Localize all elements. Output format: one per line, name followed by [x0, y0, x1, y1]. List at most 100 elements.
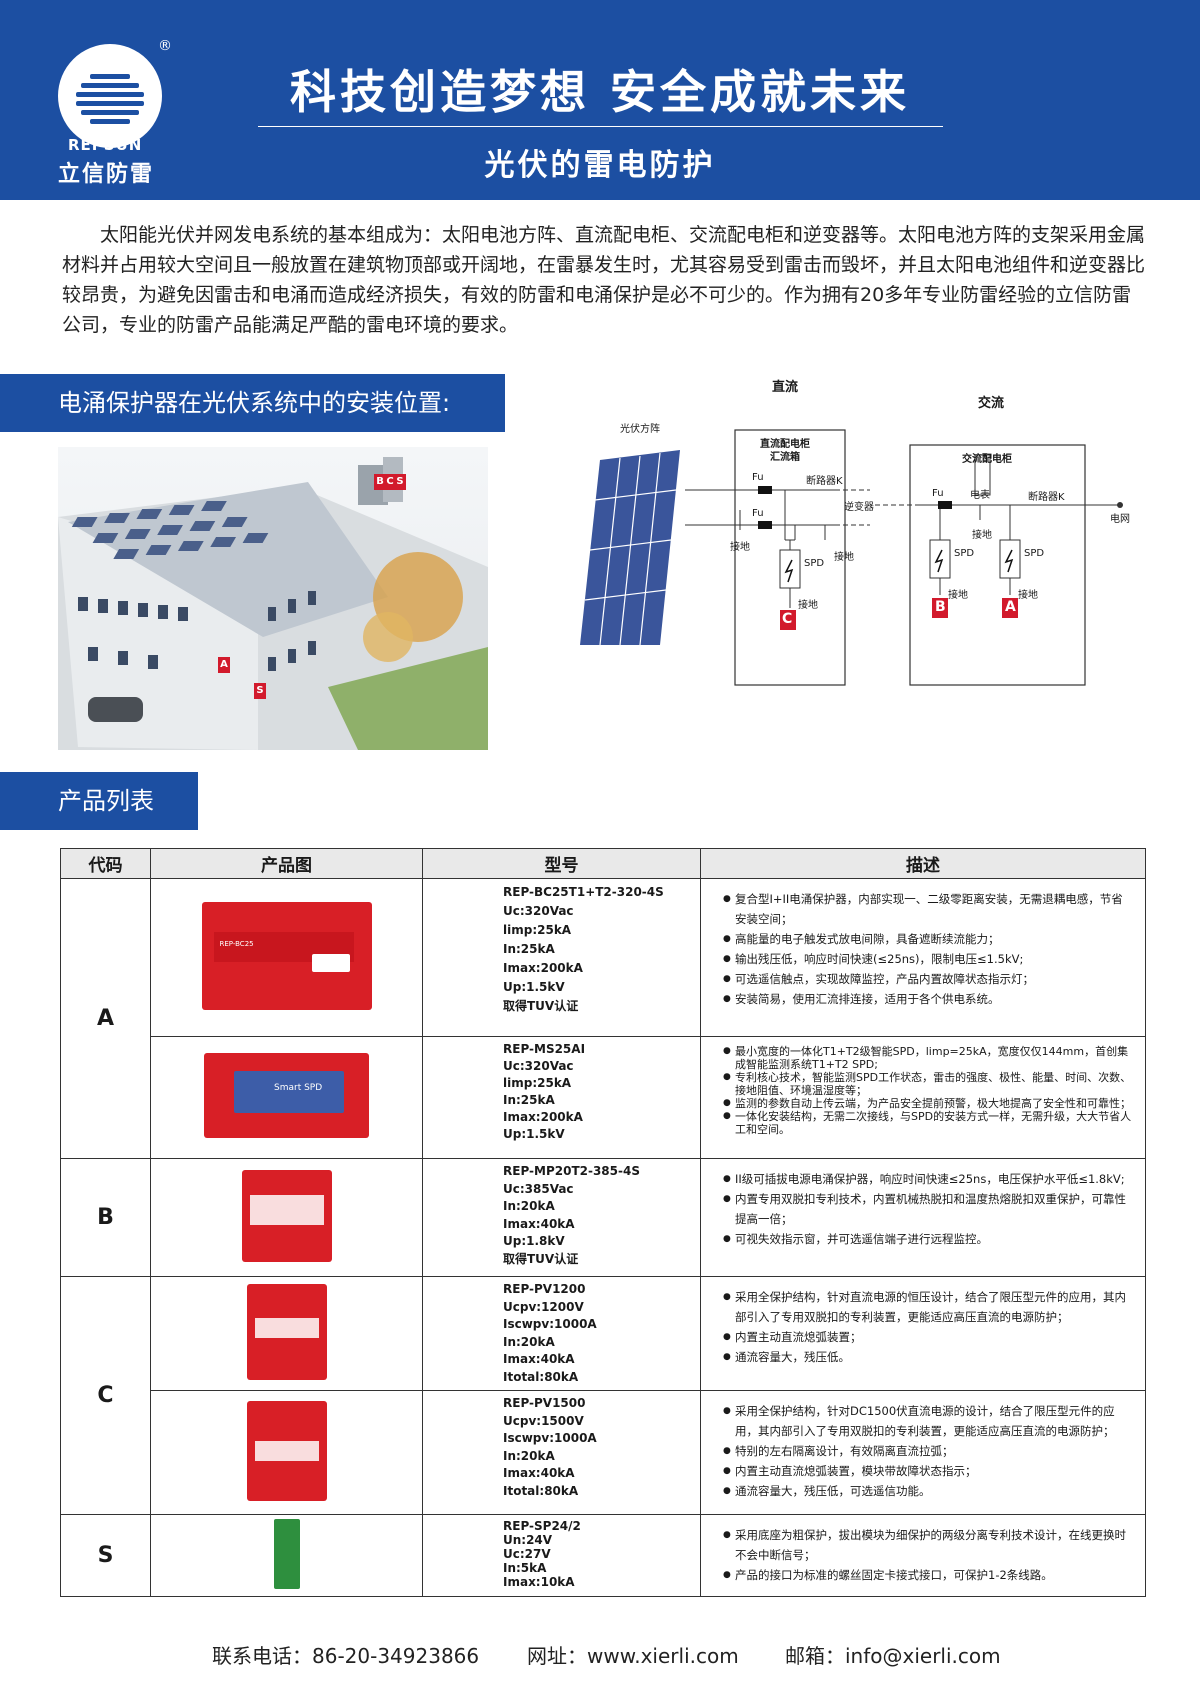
table-row: Smart SPD REP-MS25AI Uc:320Vac limp:25kA… — [61, 1036, 1146, 1159]
product-image — [150, 1390, 423, 1515]
diagram-ground-label: 接地 — [972, 530, 992, 541]
diagram-ac-title: 交流 — [978, 396, 1005, 411]
table-row: C REP-PV1200 Ucpv:1200V Iscwpv:1000A In:… — [60, 1276, 1146, 1515]
diagram-spd-label: SPD — [1024, 548, 1045, 559]
model-cell: REP-SP24/2 Un:24V Uc:27V In:5kA Imax:10k… — [422, 1514, 701, 1597]
model-spec: Ucpv:1200V — [503, 1299, 584, 1314]
badge-c: C — [384, 474, 396, 490]
model-spec: Imax:40kA — [503, 1352, 575, 1366]
contact-phone: 联系电话：86-20-34923866 — [212, 1644, 480, 1668]
description-item: 可视失效指示窗，并可选遥信端子进行远程监控。 — [723, 1229, 1133, 1249]
diagram-dc-box-title: 直流配电柜 — [760, 439, 810, 450]
badge-s-roof: S — [394, 474, 406, 490]
model-spec: Imax:200kA — [503, 961, 583, 975]
section-title: 产品列表 — [58, 787, 154, 815]
model-name: REP-MS25AI — [503, 1042, 586, 1056]
description-cell: II级可插拔电源电涌保护器，响应时间快速≤25ns，电压保护水平低≤1.8kV;… — [700, 1158, 1146, 1277]
diagram-inverter-label: 逆变器 — [844, 502, 874, 513]
slogan: 科技创造梦想 安全成就未来 — [289, 65, 910, 119]
model-name: REP-PV1500 — [503, 1396, 586, 1410]
website-link[interactable]: 网址：www.xierli.com — [527, 1644, 739, 1668]
column-header-code: 代码 — [60, 848, 151, 879]
model-spec: Uc:320Vac — [503, 904, 574, 918]
description-item: 复合型I+II电涌保护器，内部实现一、二级零距离安装，无需退耦电感，节省安装空间… — [723, 889, 1133, 929]
model-spec: Imax:40kA — [503, 1466, 575, 1480]
diagram-ground-label: 接地 — [1018, 590, 1038, 601]
product-image — [150, 1514, 423, 1597]
diagram-spd-label: SPD — [804, 558, 825, 569]
diagram-ground-label: 接地 — [798, 600, 818, 611]
building-illustration: B C S A S — [58, 447, 488, 750]
badge-s-wall: S — [254, 683, 266, 699]
model-spec: 取得TUV认证 — [503, 999, 579, 1013]
diagram-ac-box-title: 交流配电柜 — [962, 454, 1012, 465]
model-spec: limp:25kA — [503, 923, 572, 937]
product-table: 代码 产品图 型号 描述 A REP-BC25 REP-BC25T1+T2-32… — [60, 848, 1146, 1597]
table-row: A REP-BC25 REP-BC25T1+T2-320-4S Uc:320Va… — [60, 878, 1146, 1159]
model-spec: Up:1.8kV — [503, 1234, 565, 1248]
model-spec: Imax:10kA — [503, 1575, 575, 1589]
section-banner-install: 电涌保护器在光伏系统中的安装位置: — [0, 374, 505, 432]
email-link[interactable]: 邮箱：info@xierli.com — [785, 1644, 1001, 1668]
header-banner: ® REPSUN 立信防雷 科技创造梦想 安全成就未来 光伏的雷电防护 — [0, 0, 1200, 200]
description-item: 产品的接口为标准的螺丝固定卡接式接口，可保护1-2条线路。 — [723, 1565, 1133, 1585]
description-item: 内置主动直流熄弧装置，模块带故障状态指示； — [723, 1461, 1133, 1481]
diagram-spd-label: SPD — [954, 548, 975, 559]
model-name: REP-SP24/2 — [503, 1519, 581, 1533]
model-spec: Iscwpv:1000A — [503, 1431, 597, 1445]
diagram-fu-label: Fu — [752, 472, 764, 483]
model-spec: Imax:40kA — [503, 1216, 575, 1231]
code-cell: A — [60, 878, 151, 1159]
table-row: B REP-MP20T2-385-4S Uc:385Vac In:20kA Im… — [60, 1158, 1146, 1277]
page-subtitle: 光伏的雷电防护 — [484, 148, 716, 183]
model-cell: REP-PV1200 Ucpv:1200V Iscwpv:1000A In:20… — [422, 1276, 701, 1391]
intro-paragraph: 太阳能光伏并网发电系统的基本组成为：太阳电池方阵、直流配电柜、交流配电柜和逆变器… — [62, 224, 1146, 336]
model-spec: Uc:320Vac — [503, 1059, 574, 1073]
model-spec: In:5kA — [503, 1561, 547, 1575]
column-header-image: 产品图 — [150, 848, 423, 879]
product-image — [150, 1158, 423, 1277]
description-item: 内置主动直流熄弧装置； — [723, 1327, 1133, 1347]
diagram-marker-c: C — [782, 611, 793, 627]
model-spec: Uc:27V — [503, 1547, 551, 1561]
product-label: REP-BC25 — [219, 939, 254, 948]
diagram-ground-label: 接地 — [948, 590, 968, 601]
description-item: 监测的参数自动上传云端，为产品安全提前预警，极大地提高了安全性和可靠性； — [723, 1097, 1133, 1110]
model-spec: Up:1.5kV — [503, 980, 565, 994]
diagram-ground-label: 接地 — [730, 542, 750, 553]
description-item: 特别的左右隔离设计，有效隔离直流拉弧； — [723, 1441, 1133, 1461]
section-title: 电涌保护器在光伏系统中的安装位置: — [58, 389, 451, 417]
code-cell: C — [60, 1276, 151, 1515]
model-spec: Up:1.5kV — [503, 1127, 565, 1141]
model-spec: Ucpv:1500V — [503, 1413, 584, 1428]
diagram-fu-label: Fu — [932, 488, 944, 499]
model-spec: In:20kA — [503, 1199, 555, 1213]
model-name: REP-BC25T1+T2-320-4S — [503, 885, 664, 899]
brand-name-cn: 立信防雷 — [58, 162, 155, 187]
description-item: 高能量的电子触发式放电间隙，具备遮断续流能力； — [723, 929, 1133, 949]
product-image: REP-BC25 — [150, 878, 423, 1037]
description-item: 最小宽度的一体化T1+T2级智能SPD，limp=25kA，宽度仅仅144mm，… — [723, 1045, 1133, 1071]
product-label: Smart SPD — [274, 1083, 323, 1093]
column-header-description: 描述 — [700, 848, 1146, 879]
description-item: II级可插拔电源电涌保护器，响应时间快速≤25ns，电压保护水平低≤1.8kV; — [723, 1169, 1133, 1189]
model-spec: Uc:385Vac — [503, 1181, 574, 1196]
model-spec: In:25kA — [503, 1093, 555, 1107]
description-cell: 复合型I+II电涌保护器，内部实现一、二级零距离安装，无需退耦电感，节省安装空间… — [700, 878, 1146, 1037]
table-row: S REP-SP24/2 Un:24V Uc:27V In:5kA Imax:1… — [60, 1514, 1146, 1597]
code-cell: S — [60, 1514, 151, 1597]
repsun-logo — [58, 44, 162, 148]
diagram-grid-label: 电网 — [1110, 514, 1130, 525]
diagram-breaker-label: 断路器K — [806, 476, 843, 487]
model-spec: Itotal:80kA — [503, 1369, 579, 1384]
diagram-marker-b: B — [935, 599, 946, 615]
column-header-model: 型号 — [422, 848, 701, 879]
product-image — [150, 1276, 423, 1391]
description-item: 采用底座为粗保护，拔出模块为细保护的两级分离专利技术设计，在线更换时不会中断信号… — [723, 1525, 1133, 1565]
pv-wiring-diagram: 直流 交流 光伏方阵 直流配电柜 汇流箱 交流配电柜 Fu Fu Fu 断路器K… — [580, 380, 1150, 700]
model-spec: limp:25kA — [503, 1076, 572, 1090]
model-spec: In:20kA — [503, 1334, 555, 1349]
model-spec: Itotal:80kA — [503, 1483, 579, 1498]
table-row: REP-PV1500 Ucpv:1500V Iscwpv:1000A In:20… — [61, 1390, 1146, 1515]
badge-b: B — [374, 474, 386, 490]
